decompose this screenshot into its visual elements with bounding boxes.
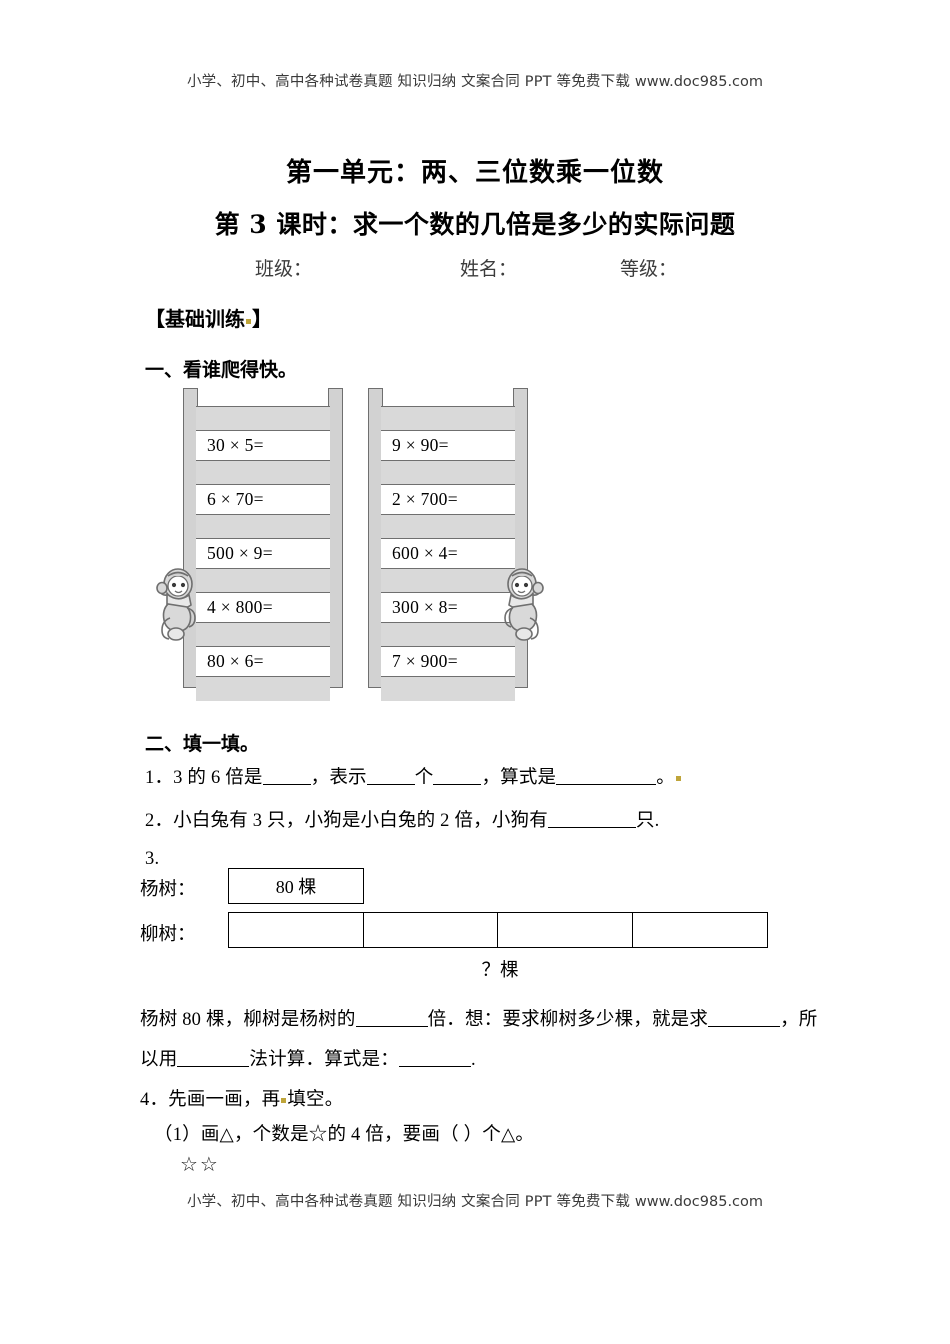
ladder-step xyxy=(381,461,515,485)
ladder-exercise-area: 30 × 5= 6 × 70= 500 × 9= 4 × 800= 80 × 6… xyxy=(150,388,580,701)
answer-blank[interactable] xyxy=(177,1048,250,1067)
basic-training-bracket: 】 xyxy=(252,307,272,331)
ladder-step xyxy=(381,407,515,431)
ladder-expression: 2 × 700= xyxy=(381,485,515,515)
poplar-label: 杨树： xyxy=(140,880,196,900)
answer-blank[interactable] xyxy=(366,766,415,785)
question-4-sub-1: （1）画△，个数是☆的 4 倍，要画（ ）个△。 xyxy=(154,1125,535,1145)
ladder-step xyxy=(196,569,330,593)
fill-in-item-2-part-a: 2．小白兔有 3 只，小狗是小白兔的 2 倍，小狗有 xyxy=(145,811,548,831)
ladder-step xyxy=(381,515,515,539)
highlight-dot-icon xyxy=(675,776,681,781)
ladder-expression: 500 × 9= xyxy=(196,539,330,569)
willow-bar-cell xyxy=(228,912,364,948)
footer-watermark: 小学、初中、高中各种试卷真题 知识归纳 文案合同 PPT 等免费下载 www.d… xyxy=(0,1190,950,1211)
ladder-step xyxy=(196,623,330,647)
question-3-line-2: 以用 法计算．算式是：. xyxy=(140,1045,476,1071)
ladder-expression: 80 × 6= xyxy=(196,647,330,677)
ladder-step xyxy=(196,407,330,431)
highlight-dot-icon xyxy=(246,319,251,324)
willow-bar-cell xyxy=(497,912,633,948)
willow-bar-cell xyxy=(362,912,499,948)
ladder-right-rungs: 9 × 90= 2 × 700= 600 × 4= 300 × 8= 7 × 9… xyxy=(381,406,515,701)
question-1-heading: 一、看谁爬得快。 xyxy=(145,359,298,381)
header-watermark-text: 小学、初中、高中各种试卷真题 知识归纳 文案合同 PPT 等免费下载 xyxy=(186,74,631,90)
question-3-part-e: 法计算．算式是： xyxy=(249,1050,400,1070)
header-watermark-url: www.doc985.com xyxy=(634,74,764,90)
star-symbols: ☆☆ xyxy=(180,1152,220,1176)
page-title-lesson: 第 3 课时：求一个数的几倍是多少的实际问题 xyxy=(214,210,736,239)
header-watermark: 小学、初中、高中各种试卷真题 知识归纳 文案合同 PPT 等免费下载 www.d… xyxy=(0,70,950,91)
tree-bar-diagram: 杨树： 柳树： 80 棵 ？棵 xyxy=(140,868,800,983)
question-4-part-b: 填空。 xyxy=(287,1090,344,1110)
ladder-step xyxy=(196,677,330,701)
answer-blank[interactable] xyxy=(547,809,636,828)
fill-in-item-3-number: 3. xyxy=(145,849,160,869)
ladder-expression: 300 × 8= xyxy=(381,593,515,623)
fill-in-item-1-part-d: ，算式是 xyxy=(481,768,557,788)
ladder-step xyxy=(381,569,515,593)
willow-label: 柳树： xyxy=(140,925,196,945)
highlight-dot-icon xyxy=(281,1098,287,1103)
question-4-part-a: 4．先画一画，再 xyxy=(140,1090,281,1110)
answer-blank[interactable] xyxy=(708,1008,781,1027)
willow-question-label: ？棵 xyxy=(481,961,519,981)
ladder-expression: 4 × 800= xyxy=(196,593,330,623)
question-3-line-1: 杨树 80 棵，柳树是杨树的 倍．想：要求柳树多少棵，就是求 ，所 xyxy=(140,1005,817,1031)
ladder-expression: 9 × 90= xyxy=(381,431,515,461)
fill-in-item-1-part-a: 1．3 的 6 倍是 xyxy=(145,768,263,788)
ladder-left-rungs: 30 × 5= 6 × 70= 500 × 9= 4 × 800= 80 × 6… xyxy=(196,406,330,701)
ladder-step xyxy=(196,461,330,485)
ladder-left-rail-right xyxy=(328,388,343,688)
ladder-step xyxy=(381,623,515,647)
page-title-unit: 第一单元：两、三位数乘一位数 xyxy=(285,158,664,188)
class-label: 班级： xyxy=(255,259,313,280)
answer-blank[interactable] xyxy=(433,766,482,785)
question-3-part-c: ，所 xyxy=(780,1010,818,1030)
answer-blank[interactable] xyxy=(399,1048,472,1067)
poplar-bar-cell: 80 棵 xyxy=(228,868,364,904)
answer-blank[interactable] xyxy=(556,766,657,785)
climbing-child-icon xyxy=(504,568,544,641)
ladder-expression: 6 × 70= xyxy=(196,485,330,515)
question-3-part-b: 倍．想：要求柳树多少棵，就是求 xyxy=(427,1010,709,1030)
fill-in-item-1: 1．3 的 6 倍是 ，表示 个 ，算式是 。 xyxy=(145,763,682,789)
poplar-bar-row: 80 棵 xyxy=(228,868,364,904)
ladder-expression: 600 × 4= xyxy=(381,539,515,569)
question-2-heading: 二、填一填。 xyxy=(145,733,260,755)
willow-bar-row xyxy=(228,912,768,948)
name-label: 姓名： xyxy=(460,259,518,280)
answer-blank[interactable] xyxy=(262,766,311,785)
fill-in-item-2: 2．小白兔有 3 只，小狗是小白兔的 2 倍，小狗有 只. xyxy=(145,806,659,832)
question-3-part-f: . xyxy=(471,1050,476,1070)
fill-in-item-1-part-e: 。 xyxy=(656,768,675,788)
fill-in-item-1-part-b: ，表示 xyxy=(310,768,367,788)
section-heading-basic-training: 【基础训练】 xyxy=(145,303,272,332)
ladder-step xyxy=(381,677,515,701)
ladder-expression: 7 × 900= xyxy=(381,647,515,677)
footer-watermark-url: www.doc985.com xyxy=(634,1194,764,1210)
answer-blank[interactable] xyxy=(355,1008,428,1027)
fill-in-item-2-part-b: 只. xyxy=(635,811,660,831)
climbing-child-icon xyxy=(156,568,196,641)
ladder-expression: 30 × 5= xyxy=(196,431,330,461)
question-3-part-d: 以用 xyxy=(140,1050,178,1070)
willow-bar-cell xyxy=(631,912,768,948)
question-4-heading: 4．先画一画，再填空。 xyxy=(140,1085,343,1111)
fill-in-item-1-part-c: 个 xyxy=(414,768,434,788)
question-3-part-a: 杨树 80 棵，柳树是杨树的 xyxy=(140,1010,356,1030)
basic-training-text: 【基础训练 xyxy=(145,307,245,331)
ladder-step xyxy=(196,515,330,539)
ladder-left: 30 × 5= 6 × 70= 500 × 9= 4 × 800= 80 × 6… xyxy=(183,388,343,701)
footer-watermark-text: 小学、初中、高中各种试卷真题 知识归纳 文案合同 PPT 等免费下载 xyxy=(186,1194,631,1210)
grade-label: 等级： xyxy=(620,259,678,280)
